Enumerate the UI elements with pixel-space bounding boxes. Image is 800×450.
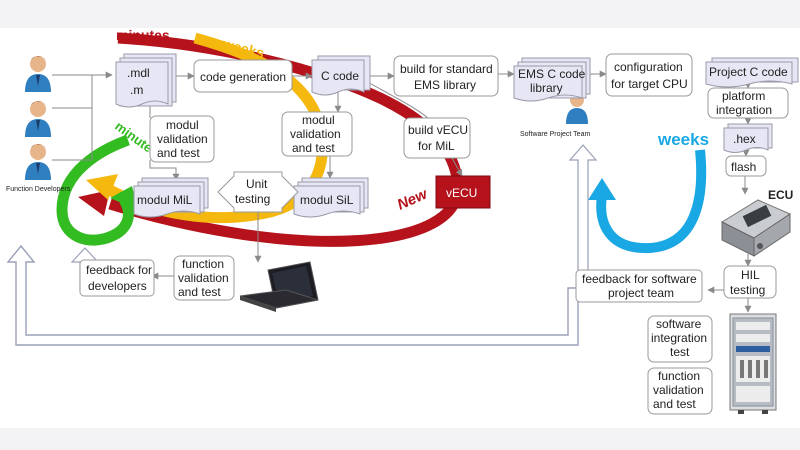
software-integration-box: software integration test bbox=[647, 315, 713, 363]
function-validation-right-label-3: and test bbox=[653, 397, 696, 411]
function-validation-left-box: function validation and test bbox=[173, 255, 235, 301]
vecu-label: vECU bbox=[446, 186, 477, 200]
modul-validation-left-label-2: validation bbox=[157, 132, 208, 146]
build-vecu-box: build vECU for MiL bbox=[403, 117, 471, 159]
modul-sil-document: modul SiL bbox=[293, 177, 369, 218]
red-loop-arrowhead bbox=[78, 190, 110, 216]
yellow-loop-arrowhead bbox=[86, 174, 118, 200]
hex-label: .hex bbox=[733, 132, 756, 146]
feedback-developers-box: feedback for developers bbox=[79, 259, 155, 297]
ems-c-code-label-1: EMS C code bbox=[518, 67, 586, 81]
build-vecu-label-2: for MiL bbox=[418, 139, 455, 153]
blue-loop-arrowhead bbox=[588, 178, 616, 200]
ecu-label: ECU bbox=[768, 188, 793, 202]
function-validation-left-label-1: function bbox=[182, 257, 224, 271]
function-validation-left-label-2: validation bbox=[178, 271, 229, 285]
modul-validation-mid-label-3: and test bbox=[292, 141, 335, 155]
function-validation-right-box: function validation and test bbox=[647, 367, 713, 415]
laptop-icon bbox=[239, 261, 319, 312]
vecu-box: vECU bbox=[435, 175, 491, 209]
software-integration-label-3: test bbox=[670, 345, 690, 359]
developer-person-icon-1 bbox=[25, 56, 51, 92]
code-generation-box: code generation bbox=[193, 59, 293, 93]
hil-testing-box: HIL testing bbox=[723, 265, 777, 299]
hil-testing-label-1: HIL bbox=[741, 268, 760, 282]
unit-testing-label-2: testing bbox=[235, 192, 270, 206]
bottom-band bbox=[0, 428, 800, 450]
feedback-team-label-2: project team bbox=[608, 286, 674, 300]
mdl-label-1: .mdl bbox=[127, 66, 150, 80]
modul-sil-label: modul SiL bbox=[300, 193, 354, 207]
hex-document: .hex bbox=[723, 123, 773, 153]
modul-validation-left-label-3: and test bbox=[157, 146, 200, 160]
ems-c-code-label-2: library bbox=[530, 81, 563, 95]
modul-validation-mid-box: modul validation and test bbox=[281, 111, 353, 157]
c-code-label: C code bbox=[321, 69, 359, 83]
software-integration-label-2: integration bbox=[651, 331, 707, 345]
green-loop-arrowhead bbox=[110, 186, 138, 210]
mdl-document: .mdl .m bbox=[115, 53, 177, 108]
mdl-label-2: .m bbox=[130, 83, 143, 97]
blue-loop-arrow bbox=[596, 149, 707, 254]
project-c-code-document: Project C code bbox=[705, 57, 799, 88]
config-target-label-2: for target CPU bbox=[611, 77, 688, 91]
green-loop-arrow bbox=[56, 134, 134, 246]
flash-box: flash bbox=[725, 155, 767, 177]
c-code-document: C code bbox=[311, 55, 371, 96]
platform-integration-box: platform integration bbox=[707, 87, 789, 119]
top-band bbox=[0, 0, 800, 28]
build-standard-label-1: build for standard bbox=[400, 62, 493, 76]
developer-person-icon-2 bbox=[25, 101, 51, 137]
ems-c-code-document: EMS C code library bbox=[513, 57, 591, 102]
function-validation-right-label-1: function bbox=[658, 369, 700, 383]
flash-label: flash bbox=[731, 160, 756, 174]
project-c-code-label: Project C code bbox=[709, 65, 788, 79]
config-target-label-1: configuration bbox=[614, 60, 683, 74]
modul-mil-document: modul MiL bbox=[133, 177, 209, 218]
function-developers-label: Function Developers bbox=[6, 186, 71, 193]
feedback-team-label-1: feedback for software bbox=[582, 272, 697, 286]
modul-validation-mid-label-2: validation bbox=[290, 127, 341, 141]
platform-integration-label-2: integration bbox=[716, 103, 772, 117]
unit-testing-label-1: Unit bbox=[246, 177, 268, 191]
code-generation-label: code generation bbox=[200, 70, 286, 84]
modul-validation-mid-label-1: modul bbox=[302, 113, 335, 127]
config-target-box: configuration for target CPU bbox=[605, 53, 693, 97]
minutes-top-label: minutes bbox=[116, 27, 170, 43]
build-standard-label-2: EMS library bbox=[414, 78, 476, 92]
new-label: New bbox=[395, 185, 431, 214]
modul-validation-left-box: modul validation and test bbox=[149, 115, 215, 163]
function-validation-right-label-2: validation bbox=[653, 383, 704, 397]
unit-testing-box: Unit testing bbox=[217, 171, 299, 213]
feedback-team-box: feedback for software project team bbox=[575, 269, 703, 303]
feedback-loop-left bbox=[6, 244, 579, 346]
software-project-team-label: Software Project Team bbox=[520, 131, 590, 138]
modul-validation-left-label-1: modul bbox=[166, 118, 199, 132]
build-standard-box: build for standard EMS library bbox=[393, 55, 499, 97]
hil-testing-label-2: testing bbox=[730, 283, 765, 297]
platform-integration-label-1: platform bbox=[722, 89, 765, 103]
function-validation-left-label-3: and test bbox=[178, 285, 221, 299]
build-vecu-label-1: build vECU bbox=[408, 123, 468, 137]
feedback-developers-label-1: feedback for bbox=[86, 263, 152, 277]
software-integration-label-1: software bbox=[656, 317, 702, 331]
modul-mil-label: modul MiL bbox=[137, 193, 193, 207]
hil-rack-icon bbox=[729, 313, 777, 414]
weeks-right-label: weeks bbox=[657, 130, 709, 149]
developer-person-icon-3 bbox=[25, 144, 51, 180]
ecu-icon bbox=[720, 199, 792, 257]
feedback-developers-label-2: developers bbox=[88, 279, 147, 293]
